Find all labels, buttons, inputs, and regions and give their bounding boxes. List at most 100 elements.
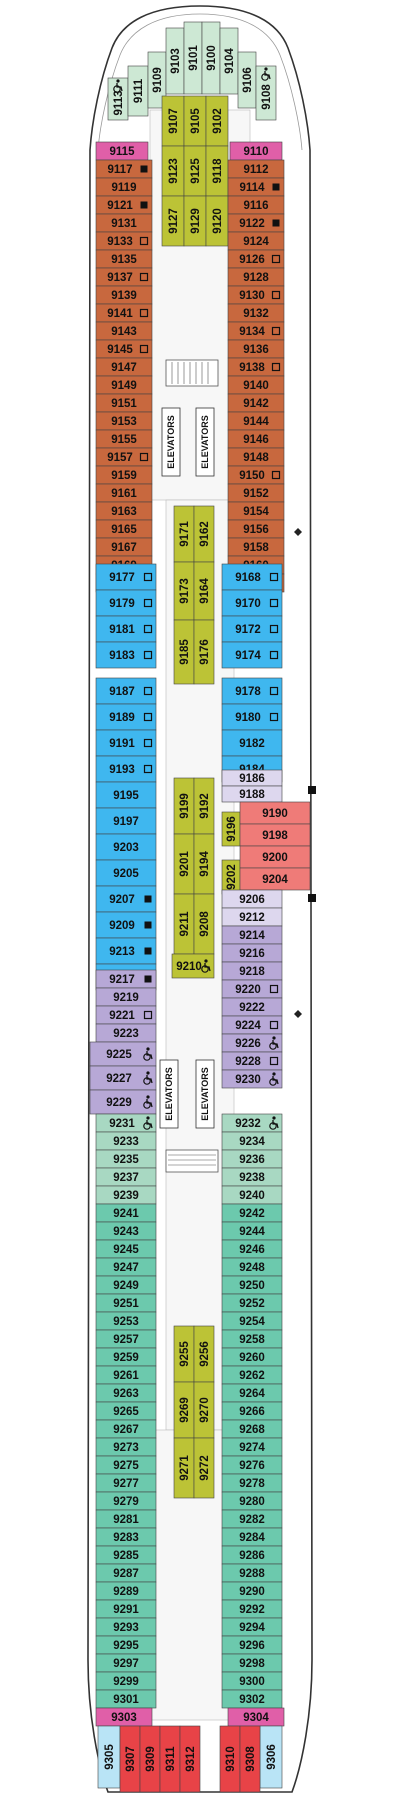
cabin-9114[interactable]: 9114 <box>227 177 285 197</box>
cabin-9286[interactable]: 9286 <box>221 1545 283 1565</box>
cabin-9158[interactable]: 9158 <box>227 537 285 557</box>
cabin-9181[interactable]: 9181 <box>95 615 157 643</box>
cabin-9282[interactable]: 9282 <box>221 1509 283 1529</box>
cabin-9228[interactable]: 9228 <box>221 1051 283 1071</box>
cabin-9238[interactable]: 9238 <box>221 1167 283 1187</box>
cabin-9278[interactable]: 9278 <box>221 1473 283 1493</box>
cabin-9241[interactable]: 9241 <box>95 1203 157 1223</box>
cabin-9188[interactable]: 9188 <box>221 785 283 803</box>
cabin-9199[interactable]: 9199 <box>173 777 195 835</box>
cabin-9204[interactable]: 9204 <box>239 867 311 891</box>
cabin-9178[interactable]: 9178 <box>221 677 283 705</box>
cabin-9144[interactable]: 9144 <box>227 411 285 431</box>
cabin-9174[interactable]: 9174 <box>221 641 283 669</box>
cabin-9164[interactable]: 9164 <box>193 561 215 621</box>
cabin-9247[interactable]: 9247 <box>95 1257 157 1277</box>
cabin-9239[interactable]: 9239 <box>95 1185 157 1205</box>
cabin-9205[interactable]: 9205 <box>95 859 157 887</box>
cabin-9242[interactable]: 9242 <box>221 1203 283 1223</box>
cabin-9301[interactable]: 9301 <box>95 1689 157 1709</box>
cabin-9236[interactable]: 9236 <box>221 1149 283 1169</box>
cabin-9193[interactable]: 9193 <box>95 755 157 783</box>
cabin-9203[interactable]: 9203 <box>95 833 157 861</box>
cabin-9150[interactable]: 9150 <box>227 465 285 485</box>
cabin-9304[interactable]: 9304 <box>227 1707 285 1727</box>
cabin-9232[interactable]: 9232 <box>221 1113 283 1133</box>
cabin-9108[interactable]: 9108 <box>255 65 277 121</box>
cabin-9191[interactable]: 9191 <box>95 729 157 757</box>
cabin-9176[interactable]: 9176 <box>193 619 215 685</box>
cabin-9264[interactable]: 9264 <box>221 1383 283 1403</box>
cabin-9310[interactable]: 9310 <box>219 1725 241 1793</box>
cabin-9217[interactable]: 9217 <box>95 969 157 989</box>
cabin-9140[interactable]: 9140 <box>227 375 285 395</box>
cabin-9229[interactable]: 9229 <box>89 1089 157 1115</box>
cabin-9180[interactable]: 9180 <box>221 703 283 731</box>
cabin-9109[interactable]: 9109 <box>147 51 167 109</box>
cabin-9135[interactable]: 9135 <box>95 249 153 269</box>
cabin-9159[interactable]: 9159 <box>95 465 153 485</box>
cabin-9132[interactable]: 9132 <box>227 303 285 323</box>
cabin-9249[interactable]: 9249 <box>95 1275 157 1295</box>
cabin-9312[interactable]: 9312 <box>179 1725 201 1793</box>
cabin-9172[interactable]: 9172 <box>221 615 283 643</box>
cabin-9149[interactable]: 9149 <box>95 375 153 395</box>
cabin-9198[interactable]: 9198 <box>239 823 311 847</box>
cabin-9288[interactable]: 9288 <box>221 1563 283 1583</box>
cabin-9214[interactable]: 9214 <box>221 925 283 945</box>
cabin-9127[interactable]: 9127 <box>161 195 185 247</box>
cabin-9112[interactable]: 9112 <box>227 159 285 179</box>
cabin-9134[interactable]: 9134 <box>227 321 285 341</box>
cabin-9124[interactable]: 9124 <box>227 231 285 251</box>
cabin-9256[interactable]: 9256 <box>193 1325 215 1383</box>
cabin-9186[interactable]: 9186 <box>221 769 283 787</box>
cabin-9208[interactable]: 9208 <box>193 893 215 955</box>
cabin-9290[interactable]: 9290 <box>221 1581 283 1601</box>
cabin-9121[interactable]: 9121 <box>95 195 153 215</box>
cabin-9141[interactable]: 9141 <box>95 303 153 323</box>
cabin-9211[interactable]: 9211 <box>173 893 195 955</box>
cabin-9235[interactable]: 9235 <box>95 1149 157 1169</box>
cabin-9207[interactable]: 9207 <box>95 885 157 913</box>
cabin-9234[interactable]: 9234 <box>221 1131 283 1151</box>
cabin-9106[interactable]: 9106 <box>237 51 257 109</box>
cabin-9231[interactable]: 9231 <box>95 1113 157 1133</box>
cabin-9281[interactable]: 9281 <box>95 1509 157 1529</box>
cabin-9223[interactable]: 9223 <box>95 1023 157 1043</box>
cabin-9125[interactable]: 9125 <box>183 145 207 197</box>
cabin-9163[interactable]: 9163 <box>95 501 153 521</box>
cabin-9224[interactable]: 9224 <box>221 1015 283 1035</box>
cabin-9173[interactable]: 9173 <box>173 561 195 621</box>
cabin-9129[interactable]: 9129 <box>183 195 207 247</box>
cabin-9253[interactable]: 9253 <box>95 1311 157 1331</box>
cabin-9195[interactable]: 9195 <box>95 781 157 809</box>
cabin-9105[interactable]: 9105 <box>183 95 207 147</box>
cabin-9107[interactable]: 9107 <box>161 95 185 147</box>
cabin-9179[interactable]: 9179 <box>95 589 157 617</box>
cabin-9219[interactable]: 9219 <box>95 987 157 1007</box>
cabin-9271[interactable]: 9271 <box>173 1437 195 1499</box>
cabin-9148[interactable]: 9148 <box>227 447 285 467</box>
cabin-9246[interactable]: 9246 <box>221 1239 283 1259</box>
cabin-9300[interactable]: 9300 <box>221 1671 283 1691</box>
cabin-9251[interactable]: 9251 <box>95 1293 157 1313</box>
cabin-9309[interactable]: 9309 <box>139 1725 161 1793</box>
cabin-9274[interactable]: 9274 <box>221 1437 283 1457</box>
cabin-9225[interactable]: 9225 <box>89 1041 157 1067</box>
cabin-9218[interactable]: 9218 <box>221 961 283 981</box>
cabin-9254[interactable]: 9254 <box>221 1311 283 1331</box>
cabin-9307[interactable]: 9307 <box>119 1725 141 1793</box>
cabin-9187[interactable]: 9187 <box>95 677 157 705</box>
cabin-9213[interactable]: 9213 <box>95 937 157 965</box>
cabin-9266[interactable]: 9266 <box>221 1401 283 1421</box>
cabin-9139[interactable]: 9139 <box>95 285 153 305</box>
cabin-9272[interactable]: 9272 <box>193 1437 215 1499</box>
cabin-9161[interactable]: 9161 <box>95 483 153 503</box>
cabin-9263[interactable]: 9263 <box>95 1383 157 1403</box>
cabin-9120[interactable]: 9120 <box>205 195 229 247</box>
cabin-9273[interactable]: 9273 <box>95 1437 157 1457</box>
cabin-9117[interactable]: 9117 <box>95 159 153 179</box>
cabin-9143[interactable]: 9143 <box>95 321 153 341</box>
cabin-9168[interactable]: 9168 <box>221 563 283 591</box>
cabin-9118[interactable]: 9118 <box>205 145 229 197</box>
